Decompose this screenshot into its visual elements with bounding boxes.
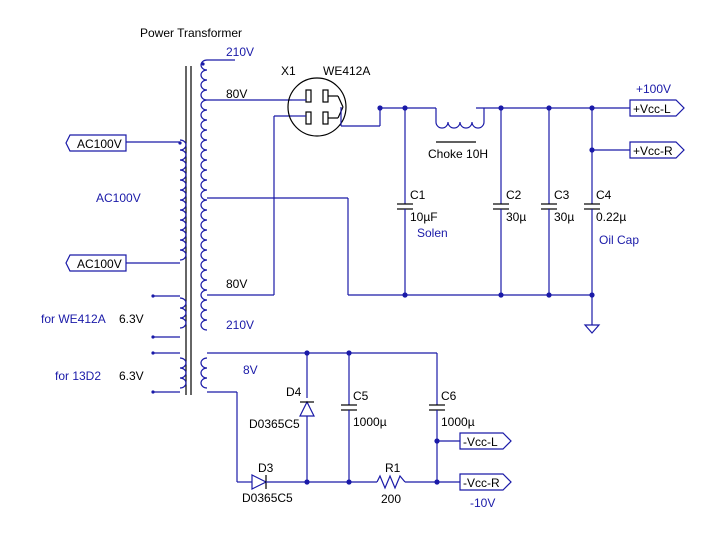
positive-voltage-label: +100V bbox=[636, 82, 671, 96]
r1-value: 200 bbox=[381, 492, 401, 506]
c5-ref: C5 bbox=[353, 389, 369, 403]
cap-c4 bbox=[583, 150, 601, 334]
d4-ref: D4 bbox=[286, 385, 302, 399]
transformer-core bbox=[185, 66, 192, 395]
rectifier-tube bbox=[287, 77, 381, 137]
d4-part: D0365C5 bbox=[249, 417, 300, 431]
tap-210v-top: 210V bbox=[226, 45, 254, 59]
svg-text:AC100V: AC100V bbox=[77, 257, 122, 271]
svg-text:+Vcc-R: +Vcc-R bbox=[633, 144, 673, 158]
c4-ref: C4 bbox=[596, 188, 612, 202]
cap-c2 bbox=[493, 108, 509, 295]
primary-winding bbox=[126, 139, 187, 264]
vcc-l-neg-port: -Vcc-L bbox=[459, 432, 512, 450]
c5-value: 1000µ bbox=[353, 415, 387, 429]
c6-ref: C6 bbox=[441, 389, 457, 403]
svg-text:+Vcc-L: +Vcc-L bbox=[633, 102, 671, 116]
tap-80v-top: 80V bbox=[226, 87, 247, 101]
heater-winding-1 bbox=[151, 294, 187, 339]
c6-value: 1000µ bbox=[441, 415, 475, 429]
tap-80v-bottom: 80V bbox=[226, 277, 247, 291]
ac100v-input-top: AC100V bbox=[65, 134, 127, 152]
svg-text:-Vcc-L: -Vcc-L bbox=[463, 435, 498, 449]
negative-voltage-label: -10V bbox=[470, 496, 495, 510]
c2-value: 30µ bbox=[506, 210, 526, 224]
c1-value: 10µF bbox=[410, 210, 438, 224]
heater-2-label: for 13D2 bbox=[55, 369, 101, 383]
svg-text:AC100V: AC100V bbox=[77, 137, 122, 151]
tap-8v: 8V bbox=[243, 363, 258, 377]
secondary-winding bbox=[200, 59, 235, 331]
cap-c3 bbox=[541, 108, 557, 295]
ground-rail bbox=[348, 292, 595, 298]
svg-text:-Vcc-R: -Vcc-R bbox=[463, 476, 500, 490]
heater-winding-2 bbox=[151, 351, 187, 394]
c3-ref: C3 bbox=[554, 188, 570, 202]
tap-210v-bottom: 210V bbox=[226, 318, 254, 332]
vcc-r-pos-port: +Vcc-R bbox=[629, 141, 685, 159]
cap-c1 bbox=[397, 108, 413, 295]
vcc-l-pos-port: +Vcc-L bbox=[629, 99, 685, 117]
ac100v-input-bottom: AC100V bbox=[65, 254, 127, 272]
tap-wires bbox=[207, 99, 349, 482]
heater-2-voltage: 6.3V bbox=[119, 369, 144, 383]
negative-supply bbox=[237, 350, 460, 490]
heater-1-voltage: 6.3V bbox=[119, 312, 144, 326]
r1-ref: R1 bbox=[385, 461, 401, 475]
tube-ref: X1 bbox=[281, 64, 296, 78]
d3-ref: D3 bbox=[258, 461, 274, 475]
c1-note: Solen bbox=[417, 226, 448, 240]
primary-center-label: AC100V bbox=[96, 191, 141, 205]
c4-value: 0.22µ bbox=[596, 210, 626, 224]
secondary-8v-winding bbox=[200, 352, 437, 389]
c1-ref: C1 bbox=[410, 188, 426, 202]
d3-part: D0365C5 bbox=[242, 491, 293, 505]
vcc-r-neg-port: -Vcc-R bbox=[459, 473, 512, 491]
bplus-rail bbox=[377, 105, 630, 153]
choke-label: Choke 10H bbox=[428, 147, 488, 161]
c2-ref: C2 bbox=[506, 188, 522, 202]
c3-value: 30µ bbox=[554, 210, 574, 224]
diagram-title: Power Transformer bbox=[140, 26, 242, 40]
heater-1-label: for WE412A bbox=[41, 312, 106, 326]
c4-note: Oil Cap bbox=[599, 233, 639, 247]
tube-part: WE412A bbox=[323, 64, 370, 78]
